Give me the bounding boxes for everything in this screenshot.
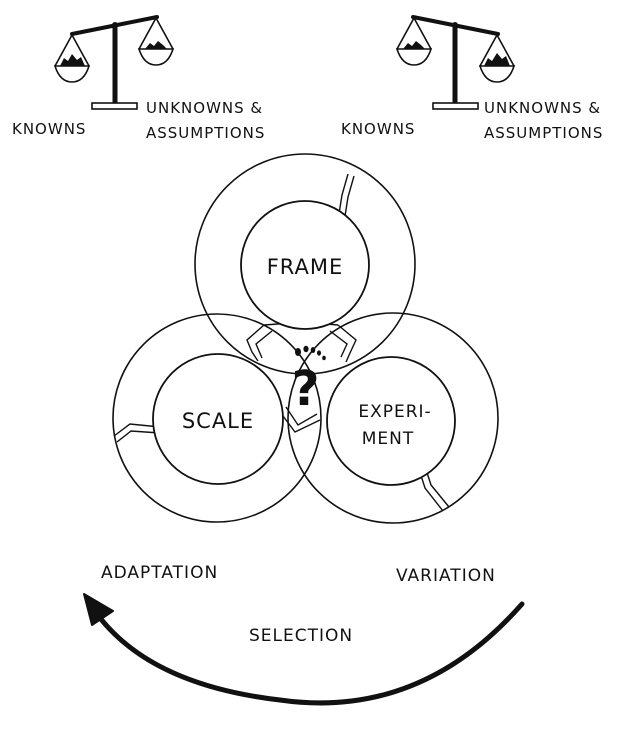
- scale-left-knowns-label: KNOWNS: [12, 120, 86, 138]
- scale-right-knowns-label: KNOWNS: [341, 120, 415, 138]
- experiment-circle: [326, 356, 456, 486]
- outer-ring-experiment: [287, 312, 499, 524]
- scale-left-unknowns-label-line1: UNKNOWNS &: [146, 99, 263, 117]
- scale-right-unknowns-label-line2: ASSUMPTIONS: [484, 124, 603, 142]
- venn-outer-rings: [112, 153, 499, 524]
- selection-cycle-arrow: [83, 593, 525, 706]
- adaptation-label: ADAPTATION: [101, 563, 218, 583]
- variation-label: VARIATION: [396, 566, 496, 586]
- scale-left-unknowns-label-line2: ASSUMPTIONS: [146, 124, 265, 142]
- frame-label: FRAME: [267, 255, 344, 279]
- selection-label: SELECTION: [249, 626, 353, 646]
- experiment-label-line2: MENT: [362, 429, 415, 449]
- balance-scale-left: [53, 15, 175, 110]
- footprint-icon: [295, 345, 326, 361]
- outer-ring-frame: [194, 153, 416, 375]
- experiment-label-line1: EXPERI-: [358, 402, 431, 422]
- frame-circle: [240, 200, 370, 330]
- scale-circle: [152, 353, 284, 485]
- question-mark-symbol: ?: [292, 361, 321, 417]
- outer-ring-scale: [112, 313, 322, 523]
- scale-right-unknowns-label-line1: UNKNOWNS &: [484, 99, 601, 117]
- balance-scale-right: [395, 15, 516, 110]
- scale-label: SCALE: [182, 409, 254, 433]
